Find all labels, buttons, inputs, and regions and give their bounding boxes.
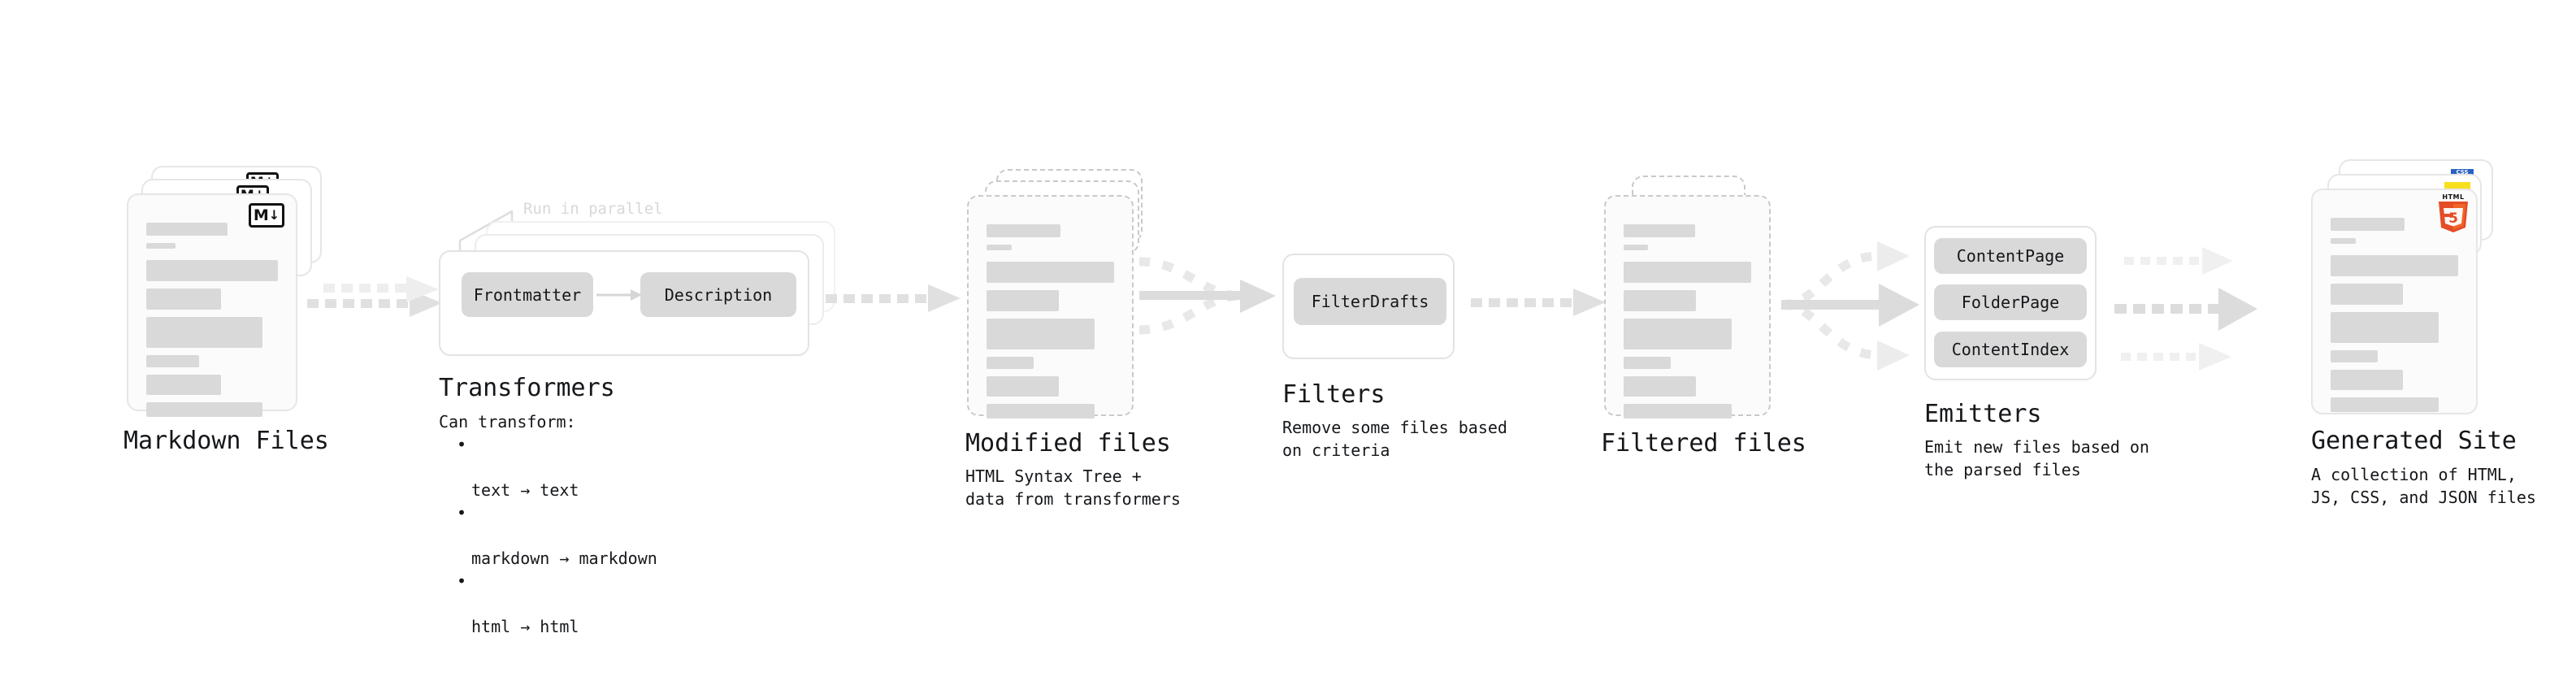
emitter-pill-folderpage[interactable]: FolderPage <box>1934 284 2087 320</box>
modified-files-stage: Modified files HTML Syntax Tree + data f… <box>935 0 1260 520</box>
transformers-bullet-label: markdown → markdown <box>471 549 657 568</box>
markdown-badge-front: M↓ <box>249 203 284 228</box>
transformer-inner-arrow-front <box>596 289 642 301</box>
transformers-bullet-item: • text → text <box>457 435 579 500</box>
skeleton-bar <box>987 357 1034 369</box>
skeleton-bar <box>1624 245 1648 250</box>
filters-title: Filters <box>1282 380 1386 409</box>
markdown-files-title: Markdown Files <box>124 427 329 455</box>
emitter-pill-contentpage[interactable]: ContentPage <box>1934 238 2087 274</box>
markdown-files-stage: M↓ M↓ M↓ Markdown Files <box>0 0 341 488</box>
transformers-bullet-item: • markdown → markdown <box>457 503 657 568</box>
connector-emitters-to-site <box>2114 247 2257 371</box>
emitter-pill-label: FolderPage <box>1961 293 2060 312</box>
transformers-stage: Run in parallel Frontmatter Description <box>439 0 861 636</box>
modified-file-skeleton <box>987 224 1114 426</box>
emitters-subtitle: Emit new files based on the parsed files <box>1924 437 2149 479</box>
html5-icon: HTML 5 <box>2436 193 2470 232</box>
skeleton-bar <box>146 375 222 395</box>
filters-stage: FilterDrafts Filters Remove some files b… <box>1282 0 1591 520</box>
modified-files-subtitle: HTML Syntax Tree + data from transformer… <box>965 466 1181 509</box>
skeleton-bar <box>987 224 1061 237</box>
transformers-subtitle: Can transform: <box>439 412 576 432</box>
emitters-title: Emitters <box>1924 400 2042 428</box>
skeleton-bar <box>146 402 262 417</box>
modified-files-title: Modified files <box>965 429 1171 458</box>
skeleton-bar <box>146 243 176 249</box>
filters-subtitle: Remove some files based on criteria <box>1282 418 1507 460</box>
connector-modified-to-filters <box>1138 257 1276 335</box>
skeleton-bar <box>987 245 1013 250</box>
skeleton-bar <box>146 317 262 348</box>
generated-site-stage: CSS HTML <box>2210 0 2552 520</box>
markdown-file-card-front <box>127 193 297 417</box>
filtered-files-title: Filtered files <box>1601 429 1806 458</box>
emitters-stage: ContentPage FolderPage ContentIndex Emit… <box>1924 0 2249 520</box>
skeleton-bar <box>146 288 222 310</box>
generated-site-skeleton <box>2331 218 2458 419</box>
skeleton-bar <box>1624 404 1733 419</box>
skeleton-bar <box>146 355 199 367</box>
filtered-files-stage: Filtered files <box>1568 0 1861 520</box>
emitter-pill-label: ContentIndex <box>1951 340 2070 359</box>
transformer-pill-label: Description <box>664 284 773 305</box>
transformer-pill-description[interactable]: Description <box>640 272 796 317</box>
skeleton-bar <box>146 223 228 236</box>
emitter-pill-contentindex[interactable]: ContentIndex <box>1934 332 2087 367</box>
skeleton-bar <box>987 290 1060 311</box>
skeleton-bar <box>2331 255 2458 276</box>
skeleton-bar <box>987 319 1095 349</box>
html5-icon-digit: 5 <box>2448 210 2458 227</box>
skeleton-bar <box>2331 397 2439 412</box>
html5-shield-icon: 5 <box>2439 202 2468 232</box>
modified-file-card-front <box>967 195 1134 419</box>
transformers-title: Transformers <box>439 374 615 402</box>
filtered-file-card-front <box>1604 195 1771 419</box>
generated-site-title: Generated Site <box>2311 427 2517 455</box>
transformer-pill-label: Frontmatter <box>473 284 582 305</box>
filter-pill-filterdrafts[interactable]: FilterDrafts <box>1294 278 1446 325</box>
skeleton-bar <box>1624 224 1695 237</box>
transformers-bullet-list: • text → text • markdown → markdown • ht… <box>457 433 657 638</box>
connector-markdown-to-transformers <box>307 276 442 317</box>
skeleton-bar <box>2331 312 2439 343</box>
skeleton-bar <box>2331 284 2404 305</box>
markdown-file-skeleton <box>146 223 278 424</box>
connector-filters-to-filtered <box>1471 288 1606 316</box>
connector-filtered-to-emitters <box>1780 241 1919 371</box>
skeleton-bar <box>2331 370 2404 390</box>
skeleton-bar <box>987 404 1095 419</box>
transformer-pill-frontmatter[interactable]: Frontmatter <box>462 272 593 317</box>
transformers-bullet-item: • html → html <box>457 571 579 636</box>
skeleton-bar <box>1624 319 1733 349</box>
skeleton-bar <box>1624 290 1697 311</box>
css-icon-label: CSS <box>2456 169 2469 176</box>
skeleton-bar <box>1624 262 1751 283</box>
skeleton-bar <box>1624 376 1697 397</box>
emitter-pill-label: ContentPage <box>1956 246 2065 266</box>
transformers-bullet-label: html → html <box>471 617 579 636</box>
filtered-file-skeleton <box>1624 224 1751 426</box>
skeleton-bar <box>2331 218 2405 231</box>
skeleton-bar <box>987 376 1060 397</box>
run-in-parallel-label: Run in parallel <box>523 200 663 218</box>
transformers-bullet-label: text → text <box>471 480 579 500</box>
skeleton-bar <box>2331 238 2357 244</box>
markdown-badge-arrow: ↓ <box>268 207 280 223</box>
filter-pill-label: FilterDrafts <box>1311 292 1429 311</box>
generated-site-subtitle: A collection of HTML, JS, CSS, and JSON … <box>2311 465 2536 507</box>
skeleton-bar <box>987 262 1114 283</box>
html5-icon-label: HTML <box>2442 193 2465 201</box>
skeleton-bar <box>2331 350 2379 362</box>
skeleton-bar <box>1624 357 1672 369</box>
skeleton-bar <box>146 260 278 281</box>
html5-icon-wordmark: HTML <box>2436 193 2470 202</box>
markdown-badge-letter: M <box>253 206 269 224</box>
connector-transformers-to-modified <box>826 284 961 312</box>
